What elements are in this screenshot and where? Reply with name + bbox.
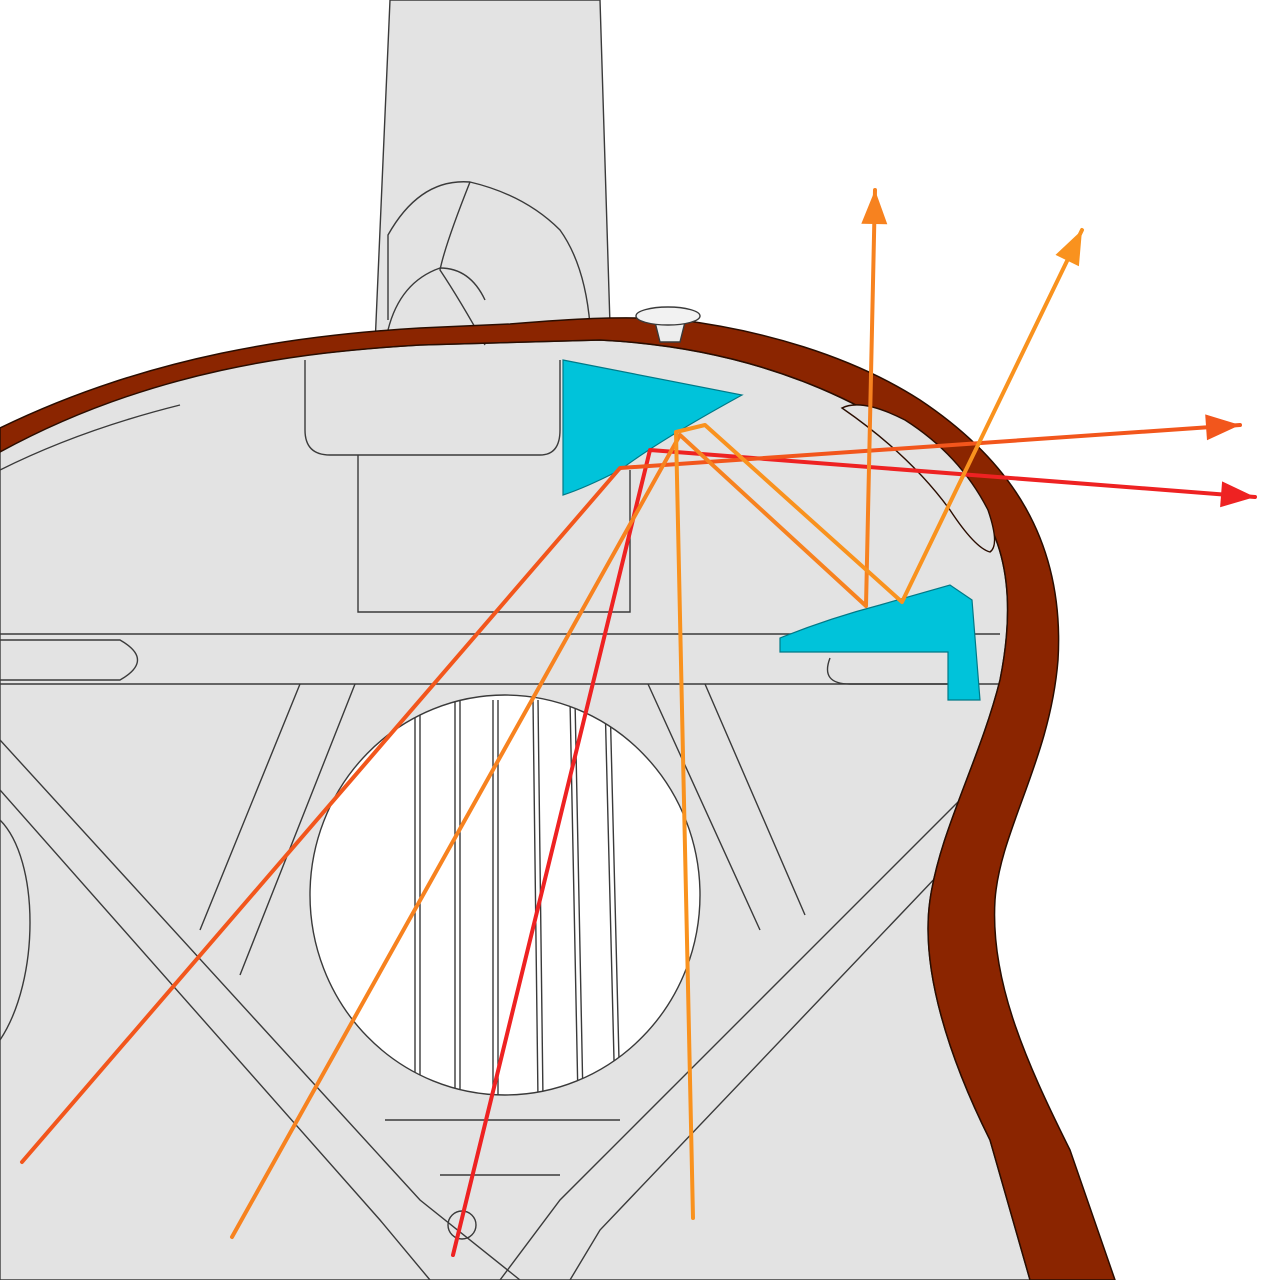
guitar-body — [0, 339, 1031, 1280]
soundhole — [309, 694, 701, 1096]
neck-block — [304, 360, 561, 456]
ray-red — [451, 448, 1257, 1257]
ray-red-arrowhead — [1220, 481, 1255, 508]
ray-orange-red — [20, 423, 1242, 1164]
sound-rays — [20, 188, 1257, 1257]
ray-orange — [230, 188, 877, 1239]
ray-orange-arrowhead — [861, 190, 888, 225]
lattice-brace-right — [499, 759, 1001, 1280]
guitar-neck — [374, 0, 611, 346]
neck-heel — [387, 181, 591, 326]
side-port — [840, 404, 996, 553]
internal-bracing — [0, 360, 1001, 1280]
ray-amber — [674, 228, 1084, 1220]
ray-amber-arrowhead — [1055, 230, 1082, 267]
ray-orange-red-arrowhead — [1205, 414, 1240, 441]
neck — [374, 0, 611, 346]
upper-reflector — [562, 359, 744, 496]
lower-reflector — [779, 584, 981, 701]
lattice-brace-left — [0, 739, 521, 1280]
strap-button-icon — [635, 306, 701, 343]
